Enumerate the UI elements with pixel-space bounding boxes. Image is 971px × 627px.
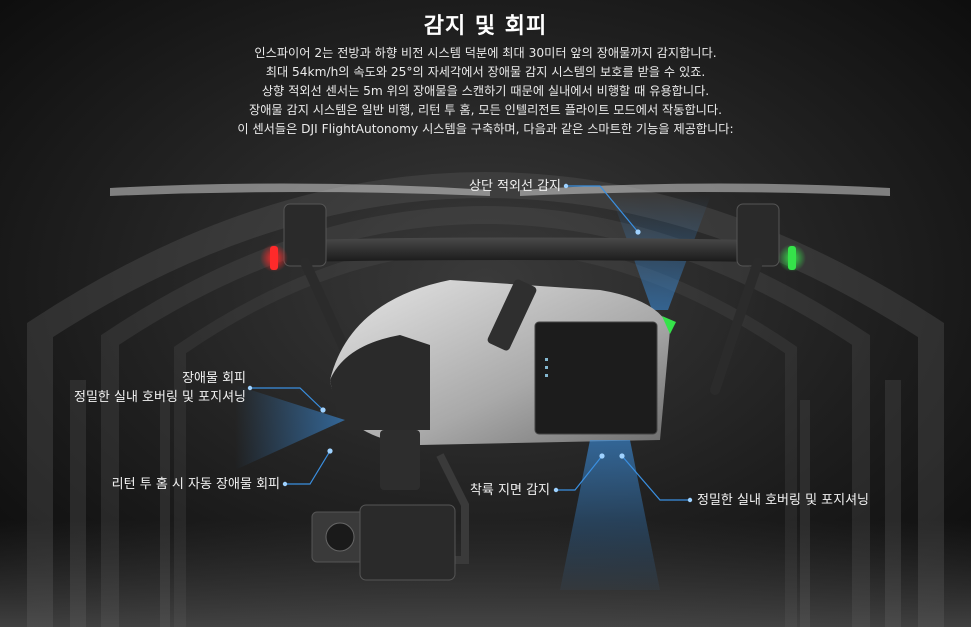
callout-obstacle-avoid-sub: 정밀한 실내 호버링 및 포지셔닝 [73, 390, 246, 405]
section-title: 감지 및 회피 [423, 14, 548, 39]
callout-obstacle-avoid: 장애물 회피 [182, 371, 246, 386]
description-line: 인스파이어 2는 전방과 하향 비전 시스템 덕분에 최대 30미터 앞의 장애… [254, 46, 717, 60]
description-line: 이 센서들은 DJI FlightAutonomy 시스템을 구축하며, 다음과… [237, 122, 734, 136]
callout-landing-detect: 착륙 지면 감지 [469, 483, 550, 498]
callout-rth-avoid: 리턴 투 홈 시 자동 장애물 회피 [111, 477, 280, 492]
description-line: 장애물 감지 시스템은 일반 비행, 리턴 투 홈, 모든 인텔리전트 플라이트… [249, 103, 722, 117]
description-line: 최대 54km/h의 속도와 25°의 자세각에서 장애물 감지 시스템의 보호… [265, 65, 706, 79]
description-line: 상향 적외선 센서는 5m 위의 장애물을 스캔하기 때문에 실내에서 비행할 … [261, 84, 710, 98]
callout-indoor-hover: 정밀한 실내 호버링 및 포지셔닝 [697, 493, 870, 508]
header: 감지 및 회피 인스파이어 2는 전방과 하향 비전 시스템 덕분에 최대 30… [0, 8, 971, 139]
callout-top-infrared: 상단 적외선 감지 [469, 179, 561, 194]
